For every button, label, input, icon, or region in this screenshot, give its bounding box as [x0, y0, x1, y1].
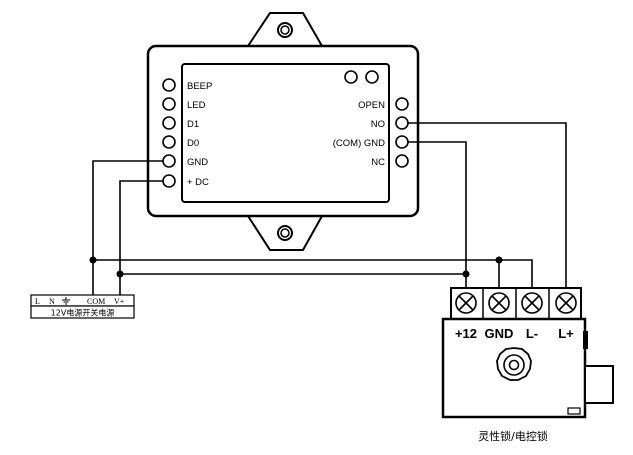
wire-dc — [119, 180, 163, 295]
junction-dot — [495, 256, 503, 264]
terminal-open-icon — [395, 97, 409, 111]
junction-dot — [89, 256, 97, 264]
electric-lock: +12 GND L- L+ 灵性锁/电控锁 — [441, 287, 614, 443]
terminal-beep-icon — [162, 78, 176, 92]
screw-plus12-icon — [455, 292, 477, 314]
terminal-label-d1: D1 — [187, 119, 199, 130]
wire-gnd — [92, 160, 163, 295]
screw-l-minus-icon — [521, 292, 543, 314]
lock-indicator — [567, 407, 581, 415]
terminal-label-beep: BEEP — [187, 81, 212, 92]
junction-dot — [116, 270, 124, 278]
terminal-led-icon — [162, 97, 176, 111]
wire-no-lplus — [408, 122, 567, 291]
psu-terminal-n: N — [49, 297, 55, 306]
terminal-label-gnd: GND — [187, 157, 208, 168]
screw-l-plus-icon — [555, 292, 577, 314]
lock-label-gnd: GND — [485, 326, 514, 341]
terminal-d1-icon — [162, 116, 176, 130]
controller-module: BEEP LED D1 D0 GND + DC OPEN NO (COM) GN… — [146, 12, 420, 251]
terminal-label-open: OPEN — [358, 100, 385, 111]
bottom-mounting-hole-icon — [277, 225, 293, 241]
lock-label-plus12: +12 — [455, 326, 477, 341]
lock-side-tab — [583, 331, 588, 349]
psu-terminal-com: COM — [87, 297, 105, 306]
lock-caption: 灵性锁/电控锁 — [478, 429, 548, 443]
junction-dots — [89, 256, 503, 278]
terminal-label-no: NO — [371, 119, 385, 130]
junction-dot — [462, 270, 470, 278]
terminal-label-com-gnd: (COM) GND — [333, 138, 385, 149]
terminal-label-nc: NC — [371, 157, 385, 168]
wire-com-gnd — [408, 141, 467, 274]
wiring — [92, 122, 567, 295]
lock-label-l-plus: L+ — [558, 326, 574, 341]
wire-l-minus — [499, 259, 533, 291]
controller-face — [181, 63, 390, 203]
terminal-nc-icon — [395, 154, 409, 168]
lock-bolt — [584, 365, 614, 404]
terminal-label-dc: + DC — [187, 177, 209, 188]
psu-caption-box — [30, 305, 135, 319]
top-mounting-hole-icon — [277, 22, 293, 38]
screw-gnd-icon — [488, 292, 510, 314]
lock-label-l-minus: L- — [526, 326, 538, 341]
terminal-label-led: LED — [187, 100, 206, 111]
psu-caption: 12V电源开关电源 — [51, 308, 115, 318]
bottom-mounting-ear — [246, 215, 324, 251]
indicator-led-icon — [365, 70, 379, 84]
power-supply: L N COM V+ 12V电源开关电源 — [30, 294, 135, 319]
top-mounting-ear — [246, 12, 324, 47]
indicator-led-icon — [344, 70, 358, 84]
psu-terminal-vplus: V+ — [114, 297, 125, 306]
lock-cylinder-icon — [496, 347, 532, 381]
terminal-label-d0: D0 — [187, 138, 199, 149]
ground-icon — [62, 297, 70, 305]
terminal-d0-icon — [162, 135, 176, 149]
psu-terminal-l: L — [35, 297, 40, 306]
